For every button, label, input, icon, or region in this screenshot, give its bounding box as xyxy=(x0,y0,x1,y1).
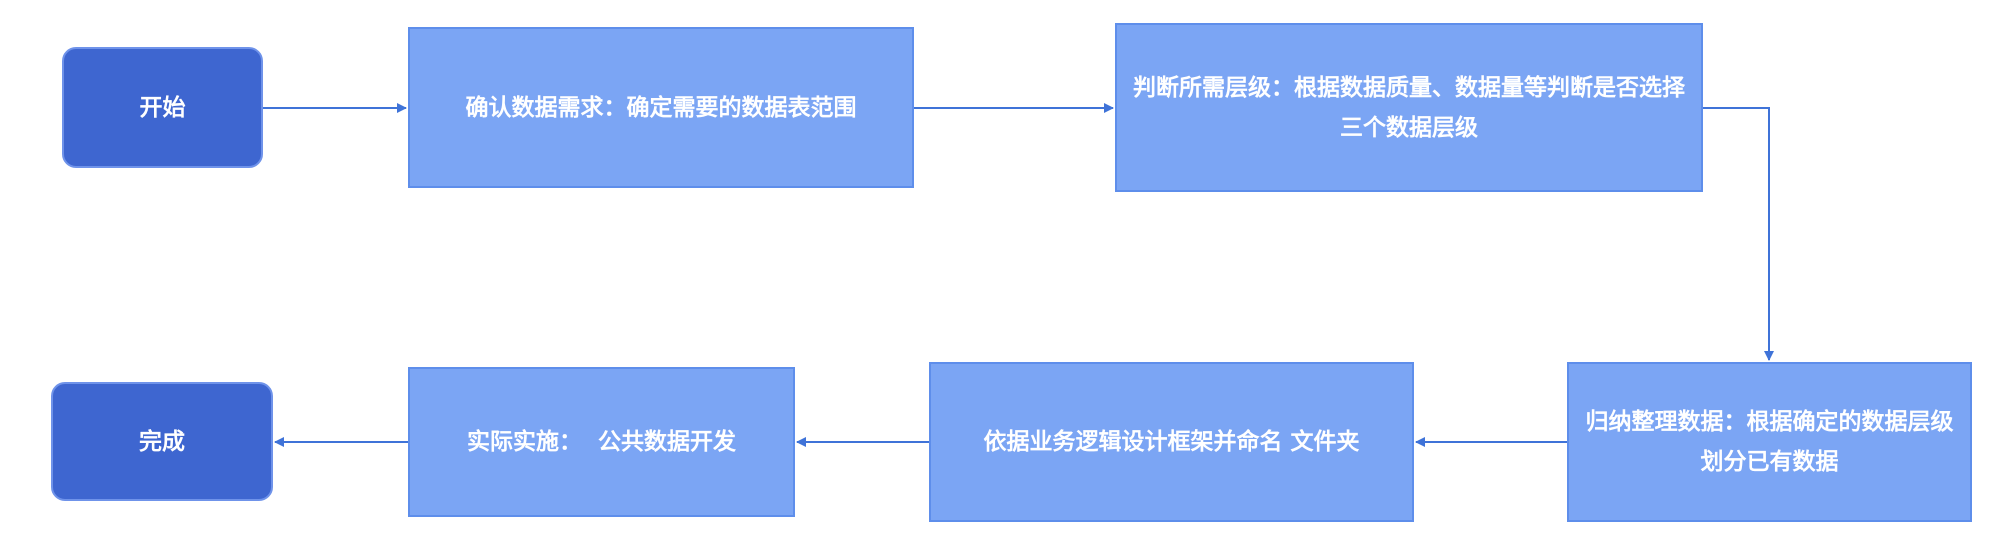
step5-label: 实际实施： 公共数据开发 xyxy=(466,429,736,455)
step3-label: 归纳整理数据：根据确定的数据层级划分已有数据 xyxy=(1585,409,1954,475)
step2-label: 判断所需层级：根据数据质量、数据量等判断是否选择三个数据层级 xyxy=(1133,74,1685,141)
step-organize-data[interactable]: 归纳整理数据：根据确定的数据层级划分已有数据 xyxy=(1567,362,1972,522)
step-design-framework[interactable]: 依据业务逻辑设计框架并命名 文件夹 xyxy=(929,362,1414,522)
step-confirm-data-requirements[interactable]: 确认数据需求：确定需要的数据表范围 xyxy=(408,27,914,188)
arrow-step2-to-step3 xyxy=(1703,107,1774,361)
start-node[interactable]: 开始 xyxy=(62,47,263,168)
end-node[interactable]: 完成 xyxy=(51,382,273,501)
step-determine-layers[interactable]: 判断所需层级：根据数据质量、数据量等判断是否选择三个数据层级 xyxy=(1115,23,1703,192)
end-label: 完成 xyxy=(139,428,185,455)
step1-label: 确认数据需求：确定需要的数据表范围 xyxy=(465,94,857,121)
step-implementation[interactable]: 实际实施： 公共数据开发 xyxy=(408,367,795,517)
start-label: 开始 xyxy=(139,94,186,121)
step4-label: 依据业务逻辑设计框架并命名 文件夹 xyxy=(983,429,1360,455)
